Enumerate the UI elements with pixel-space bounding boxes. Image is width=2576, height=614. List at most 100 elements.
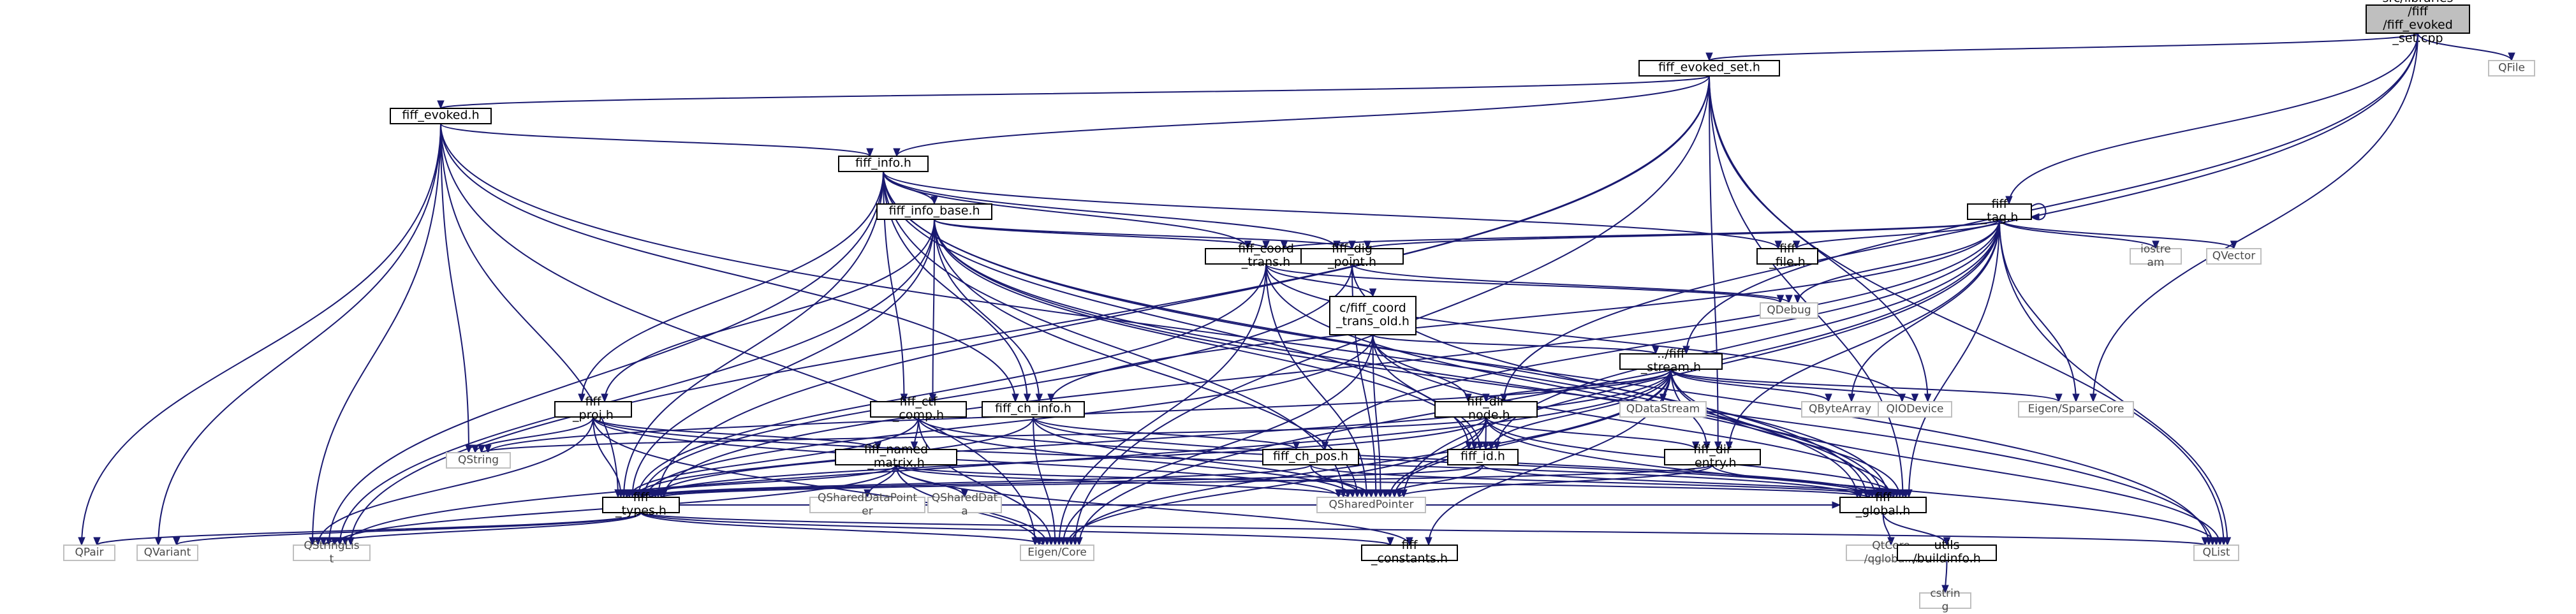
edge-infobase-to-ctfcomp — [932, 219, 935, 402]
edge-infobase-to-chinfo — [934, 219, 1040, 402]
node-id[interactable]: fiff_id.h — [1447, 449, 1519, 465]
arrowhead-types-to-constants — [1387, 537, 1394, 546]
node-label: fiff_coord_trans.h — [1238, 242, 1294, 269]
arrowhead-evoked-to-info — [866, 148, 874, 157]
arrowhead-root-to-stream — [1682, 346, 1690, 355]
edge-evoked-to-qvariant — [158, 123, 441, 546]
node-box — [390, 108, 492, 124]
edge-ctold-to-stream — [1372, 334, 1656, 355]
arrowhead-proj-to-types — [617, 489, 625, 499]
edge-dirnode-to-qstring — [481, 416, 1487, 453]
edge-root-to-tag — [2008, 33, 2418, 205]
node-label: fiff_info_base.h — [888, 204, 980, 218]
edge-infobase-to-qstringlist — [339, 219, 935, 546]
node-tag[interactable]: fiff_tag.h — [1967, 197, 2032, 224]
arrowhead-ctold-to-qsharedpointer — [1376, 489, 1385, 499]
node-qiodevice: QIODevice — [1878, 401, 1952, 418]
edge-tag-to-digpoint — [1367, 219, 2000, 249]
edge-tag-to-qvector — [1999, 219, 2235, 249]
node-box — [1919, 592, 1971, 609]
node-buildinfo[interactable]: utils/buildinfo.h — [1897, 538, 1997, 566]
arrowhead-evokedset-to-evoked — [437, 100, 445, 110]
edge-digpoint-to-qdebug — [1351, 263, 1790, 303]
node-evoked[interactable]: fiff_evoked.h — [390, 108, 492, 124]
node-box — [1262, 449, 1359, 465]
edge-info-to-id — [883, 171, 1469, 450]
node-qdatastream: QDataStream — [1619, 401, 1707, 418]
node-global[interactable]: fiff_global.h — [1839, 490, 1927, 518]
node-box — [1756, 248, 1818, 265]
arrowhead-tag-to-tag — [2030, 213, 2040, 221]
node-box — [1316, 497, 1426, 513]
node-direntry[interactable]: fiff_dir_entry.h — [1664, 442, 1761, 470]
node-box — [1801, 401, 1879, 418]
arrowhead-stream-to-constants — [1425, 537, 1432, 546]
edge-chinfo-to-qsharedpointer — [1033, 416, 1363, 498]
arrowhead-evokedset-to-qiodevice — [1924, 393, 1932, 403]
arrowhead-dirnode-to-qstring — [478, 444, 485, 454]
node-digpoint[interactable]: fiff_dig_point.h — [1300, 242, 1404, 269]
edge-types-to-qlist — [640, 512, 2206, 546]
node-ctold[interactable]: c/fiff_coord_trans_old.h — [1329, 296, 1417, 335]
node-ctfcomp[interactable]: fiff_ctf_comp.h — [870, 395, 967, 422]
edge-info-to-qlist — [883, 171, 2210, 546]
arrowhead-tag-to-iostream — [2152, 240, 2160, 250]
node-label: fiff_types.h — [615, 490, 666, 518]
edge-types-to-qstringlist — [323, 512, 642, 546]
node-types[interactable]: fiff_types.h — [602, 490, 680, 518]
arrowhead-stream-to-id — [1487, 441, 1495, 451]
arrowhead-infobase-to-proj — [601, 393, 608, 403]
edge-info-to-coordtrans — [883, 171, 1249, 249]
node-infobase[interactable]: fiff_info_base.h — [876, 203, 992, 220]
edge-ctold-to-types — [646, 334, 1374, 498]
arrowhead-info-to-qsharedpointer — [1339, 489, 1348, 499]
edge-stream-to-types — [654, 369, 1672, 498]
edge-namedmatrix-to-constants — [895, 464, 1410, 546]
arrowhead-tag-to-qbytearray — [1848, 393, 1855, 403]
node-constants[interactable]: fiff_constants.h — [1361, 538, 1458, 566]
arrowhead-ctold-to-stream — [1652, 346, 1660, 355]
arrowhead-stream-to-sparsecore — [2055, 393, 2063, 403]
arrowhead-ctold-to-id — [1476, 441, 1484, 451]
arrowhead-id-to-qsharedpointer — [1381, 489, 1389, 499]
edge-stream-to-qiodevice — [1670, 369, 1916, 402]
arrowhead-info-to-infobase — [931, 196, 938, 205]
arrowhead-types-to-eigencore — [1039, 537, 1047, 546]
edge-chinfo-to-types — [635, 416, 1034, 498]
node-namedmatrix[interactable]: fiff_named_matrix.h — [835, 442, 957, 470]
node-qpair: QPair — [63, 545, 115, 561]
arrowhead-tag-to-qlist — [2223, 537, 2232, 546]
edge-infobase-to-coordtrans — [934, 219, 1267, 249]
node-dirnode[interactable]: fiff_dir_node.h — [1434, 395, 1538, 422]
node-root[interactable]: src/libraries/fiff/fiff_evoked_set.cpp — [2366, 0, 2470, 45]
edge-evokedset-to-direntry — [1709, 75, 1719, 450]
edge-proj-to-qstringlist — [317, 416, 594, 546]
node-file[interactable]: fiff_file.h — [1756, 242, 1818, 269]
edge-stream-to-qstringlist — [344, 369, 1672, 546]
node-stream[interactable]: ../fiff_stream.h — [1619, 347, 1723, 374]
edge-tag-to-qdebug — [1797, 219, 2000, 303]
node-box — [876, 203, 992, 220]
node-box — [2206, 248, 2262, 265]
edge-stream-to-sparsecore — [1670, 369, 2059, 402]
arrowhead-types-to-qlist — [2201, 537, 2209, 546]
node-info[interactable]: fiff_info.h — [838, 156, 929, 172]
node-label: QSharedPointer — [1329, 499, 1414, 511]
node-label: fiff_evoked.h — [402, 108, 479, 122]
edge-chpos-to-qsharedpointer — [1310, 464, 1372, 498]
node-chinfo[interactable]: fiff_ch_info.h — [982, 401, 1085, 418]
arrowhead-stream-to-qstring — [484, 444, 492, 454]
edge-evoked-to-qstring — [440, 123, 469, 453]
node-label: fiff_ch_pos.h — [1273, 450, 1348, 464]
arrowhead-namedmatrix-to-qsharedpointer — [1344, 489, 1352, 499]
arrowhead-root-to-qfile — [2508, 52, 2515, 62]
node-box — [809, 497, 925, 513]
arrowhead-chpos-to-qsharedpointer — [1367, 489, 1375, 499]
edge-coordtrans-to-qsharedpointer — [1265, 263, 1367, 498]
node-qlist: QList — [2193, 545, 2239, 561]
node-evokedset[interactable]: fiff_evoked_set.h — [1638, 60, 1780, 77]
node-chpos[interactable]: fiff_ch_pos.h — [1262, 449, 1359, 465]
node-proj[interactable]: fiff_proj.h — [554, 395, 632, 422]
